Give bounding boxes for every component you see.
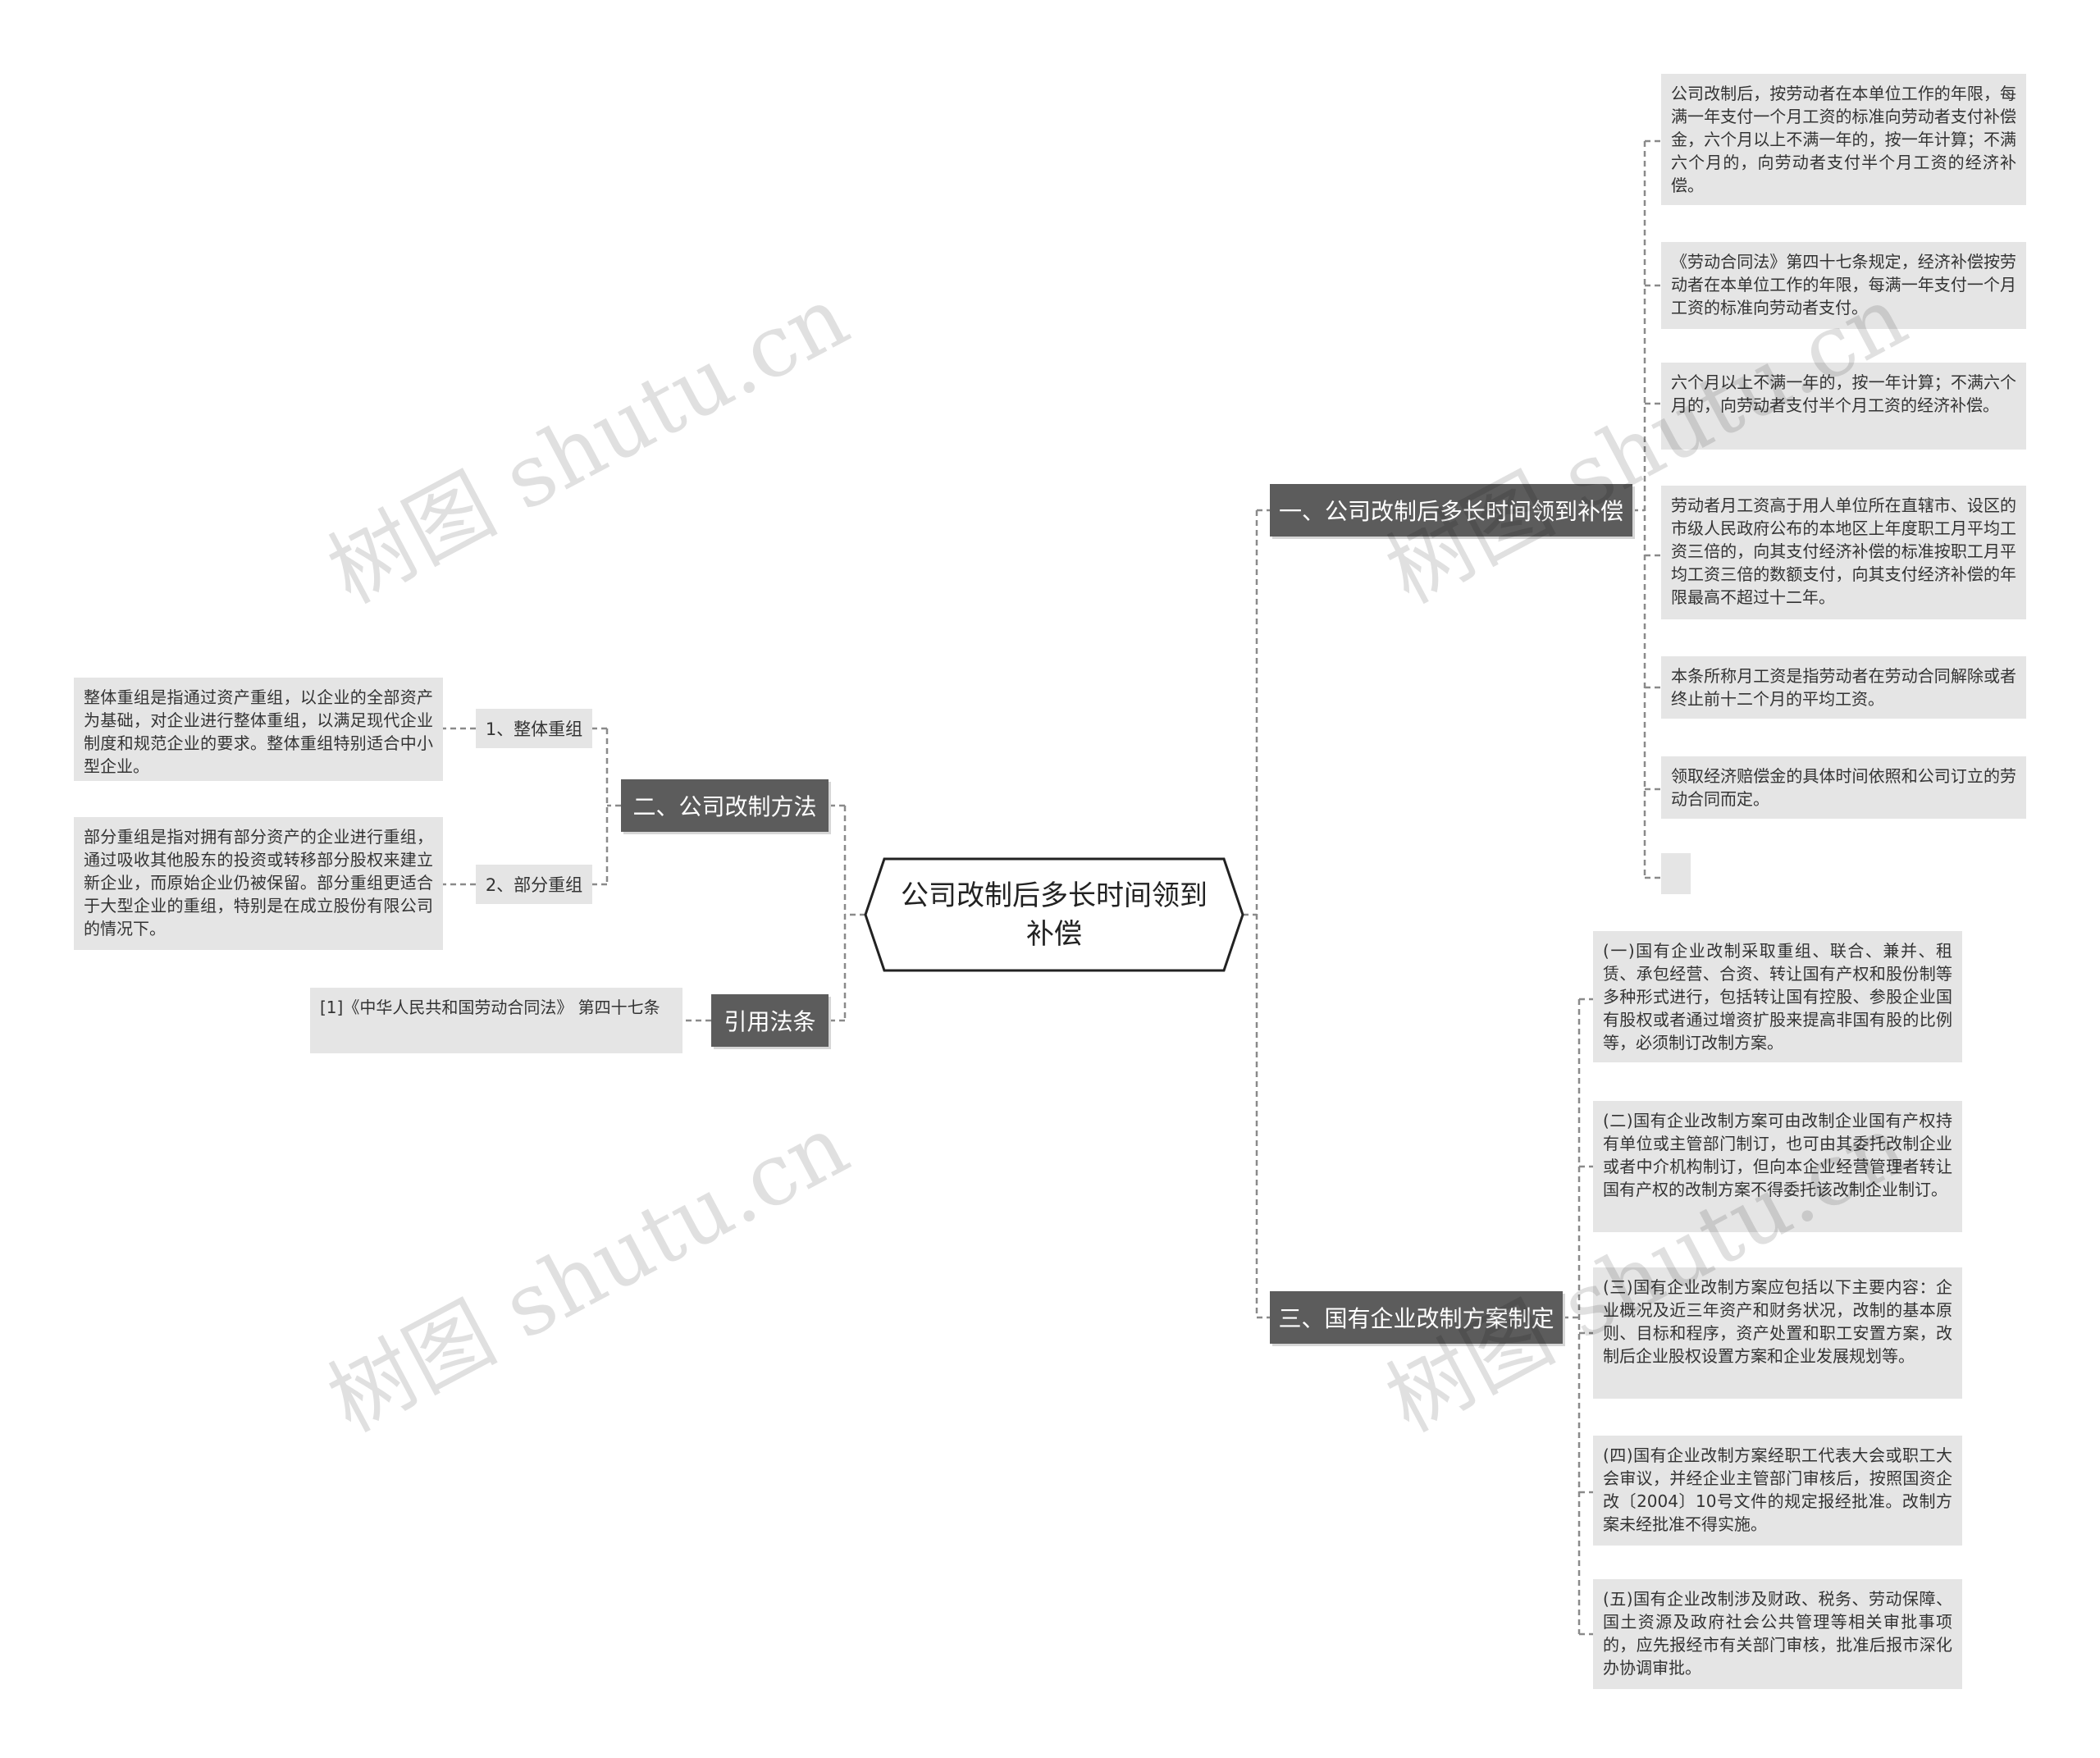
list-item[interactable]: 六个月以上不满一年的，按一年计算；不满六个月的，向劳动者支付半个月工资的经济补偿… (1661, 363, 2026, 450)
list-item[interactable]: (三)国有企业改制方案应包括以下主要内容：企业概况及近三年资产和财务状况，改制的… (1593, 1267, 1962, 1399)
list-item[interactable]: 领取经济赔偿金的具体时间依照和公司订立的劳动合同而定。 (1661, 756, 2026, 819)
list-item[interactable]: 劳动者月工资高于用人单位所在直辖市、设区的市级人民政府公布的本地区上年度职工月平… (1661, 486, 2026, 619)
list-item[interactable]: 《劳动合同法》第四十七条规定，经济补偿按劳动者在本单位工作的年限，每满一年支付一… (1661, 242, 2026, 329)
list-item[interactable]: 本条所称月工资是指劳动者在劳动合同解除或者终止前十二个月的平均工资。 (1661, 656, 2026, 719)
list-item[interactable]: (四)国有企业改制方案经职工代表大会或职工大会审议，并经企业主管部门审核后，按照… (1593, 1436, 1962, 1546)
list-item-empty[interactable] (1661, 853, 1691, 894)
list-item[interactable]: (五)国有企业改制涉及财政、税务、劳动保障、国土资源及政府社会公共管理等相关审批… (1593, 1579, 1962, 1689)
connector-b3-leaf-ticks (1579, 998, 1593, 1636)
sub-whole-restructuring[interactable]: 1、整体重组 (476, 709, 592, 748)
citation-item[interactable]: [1]《中华人民共和国劳动合同法》 第四十七条 (310, 988, 682, 1053)
list-item[interactable]: (二)国有企业改制方案可由改制企业国有产权持有单位或主管部门制订，也可由其委托改… (1593, 1101, 1962, 1232)
connector-b1-leaf-ticks (1645, 139, 1661, 879)
root-topic[interactable]: 公司改制后多长时间领到补偿 (901, 879, 1208, 951)
list-item[interactable]: 公司改制后，按劳动者在本单位工作的年限，每满一年支付一个月工资的标准向劳动者支付… (1661, 74, 2026, 205)
branch-compensation-timing[interactable]: 一、公司改制后多长时间领到补偿 (1270, 484, 1632, 537)
root-hexagon (864, 857, 1244, 972)
sub-detail-whole[interactable]: 整体重组是指通过资产重组，以企业的全部资产为基础，对企业进行整体重组，以满足现代… (74, 678, 443, 781)
list-item[interactable]: (一)国有企业改制采取重组、联合、兼并、租赁、承包经营、合资、转让国有产权和股份… (1593, 931, 1962, 1062)
branch-soe-restructuring-plan[interactable]: 三、国有企业改制方案制定 (1270, 1291, 1563, 1344)
branch-cited-law[interactable]: 引用法条 (711, 994, 829, 1047)
branch-restructuring-methods[interactable]: 二、公司改制方法 (621, 779, 829, 832)
sub-partial-restructuring[interactable]: 2、部分重组 (476, 865, 592, 904)
sub-detail-partial[interactable]: 部分重组是指对拥有部分资产的企业进行重组，通过吸收其他股东的投资或转移部分股权来… (74, 817, 443, 950)
